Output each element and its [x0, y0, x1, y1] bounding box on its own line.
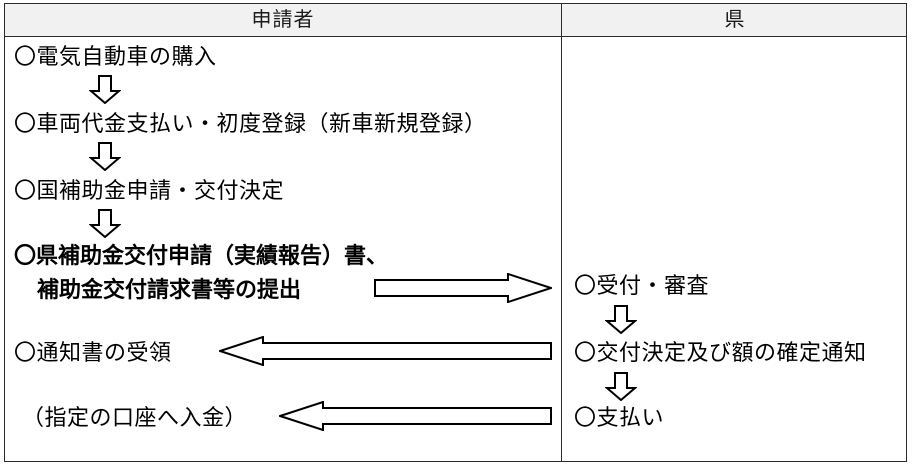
- step-payment: 〇支払い: [574, 405, 665, 430]
- payment-arrow-icon: [279, 401, 552, 431]
- down-arrow-icon-3: [89, 209, 121, 238]
- step-grant-decision-notice: 〇交付決定及び額の確定通知: [574, 340, 867, 365]
- down-arrow-icon-5: [605, 372, 637, 401]
- step-reception-and-review: 〇受付・審査: [574, 273, 710, 298]
- step-prefectural-subsidy-application-line2: 補助金交付請求書等の提出: [37, 277, 302, 302]
- submit-documents-arrow-icon: [374, 273, 552, 303]
- down-arrow-icon-4: [605, 305, 637, 334]
- step-receive-notification: 〇通知書の受領: [14, 340, 172, 365]
- step-payment-and-first-registration: 〇車両代金支払い・初度登録（新車新規登録）: [14, 111, 487, 136]
- column-header-prefecture: 県: [724, 9, 746, 31]
- column-header-applicant: 申請者: [251, 9, 315, 31]
- step-deposit-to-account: （指定の口座へ入金）: [22, 405, 248, 430]
- down-arrow-icon-2: [89, 142, 121, 171]
- notification-arrow-icon: [219, 336, 552, 366]
- table-header-row: 申請者 県: [5, 4, 906, 37]
- step-prefectural-subsidy-application-line1: 〇県補助金交付申請（実績報告）書、: [14, 243, 389, 268]
- process-flow-table: 申請者 県 〇電気自動車の購入 〇車両代金支払い・初度登録（新車新規登録） 〇国…: [4, 3, 907, 462]
- down-arrow-icon-1: [89, 75, 121, 104]
- step-purchase-ev: 〇電気自動車の購入: [14, 44, 217, 69]
- prefecture-column: 〇受付・審査 〇交付決定及び額の確定通知 〇支払い: [562, 37, 908, 461]
- applicant-column: 〇電気自動車の購入 〇車両代金支払い・初度登録（新車新規登録） 〇国補助金申請・…: [5, 37, 561, 461]
- step-national-subsidy-application: 〇国補助金申請・交付決定: [14, 178, 285, 203]
- column-divider: [561, 4, 562, 461]
